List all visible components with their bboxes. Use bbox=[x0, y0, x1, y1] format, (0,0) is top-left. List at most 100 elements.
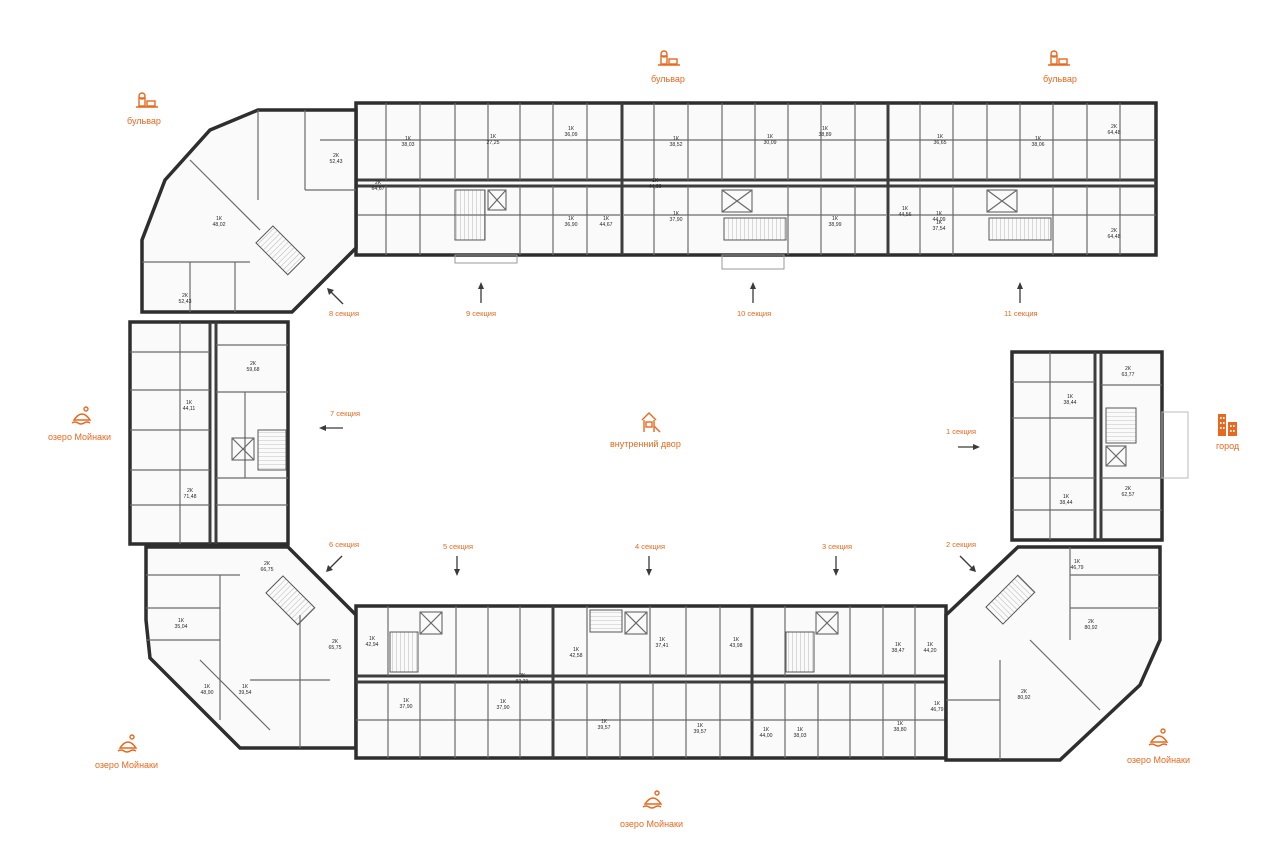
apartment-type: 1К bbox=[895, 642, 901, 648]
apartment-area: 71,48 bbox=[184, 494, 197, 500]
apartment-type: 1К bbox=[369, 636, 375, 642]
apartment-type: 1К bbox=[937, 134, 943, 140]
section-10-label: 10 секция bbox=[737, 309, 771, 318]
apartment-type: 1К bbox=[216, 216, 222, 222]
apartment-area: 37,90 bbox=[400, 704, 413, 710]
apartment-type: 2К bbox=[332, 639, 338, 645]
apartment-area: 44,00 bbox=[760, 733, 773, 739]
apartment-type: 1К bbox=[822, 126, 828, 132]
top-wing bbox=[354, 101, 1158, 270]
lake-label: озеро Мойнаки bbox=[95, 760, 158, 770]
apartment-area: 36,09 bbox=[565, 132, 578, 138]
apartment-type: 1К bbox=[673, 211, 679, 217]
apartment-type: 1К bbox=[934, 701, 940, 707]
apartment-type: 1К bbox=[763, 727, 769, 733]
section-1-label: 1 секция bbox=[946, 427, 976, 436]
apartment-area: 46,79 bbox=[931, 707, 944, 713]
apartment-type: 1К bbox=[697, 723, 703, 729]
apartment-type: 2К bbox=[187, 488, 193, 494]
section-8-label: 8 секция bbox=[329, 309, 359, 318]
apartment-area: 80,92 bbox=[1085, 625, 1098, 631]
apartment-type: 2К bbox=[1088, 619, 1094, 625]
apartment-area: 62,57 bbox=[1122, 492, 1135, 498]
apartment-area: 42,58 bbox=[570, 653, 583, 659]
boulevard-icon bbox=[136, 92, 158, 108]
apartment-type: 1К bbox=[936, 220, 942, 226]
apartment-type: 1К bbox=[673, 136, 679, 142]
apartment-type: 1К bbox=[1035, 136, 1041, 142]
apartment-type: 1К bbox=[652, 178, 658, 184]
apartment-area: 80,92 bbox=[1018, 695, 1031, 701]
apartment-area: 66,75 bbox=[261, 567, 274, 573]
apartment-area: 44,69 bbox=[649, 184, 662, 190]
apartment-type: 1К bbox=[403, 698, 409, 704]
apartment-area: 52,43 bbox=[179, 299, 192, 305]
section-6-block bbox=[144, 545, 358, 750]
apartment-area: 37,90 bbox=[497, 705, 510, 711]
apartment-area: 38,03 bbox=[402, 142, 415, 148]
apartment-type: 1К bbox=[1063, 494, 1069, 500]
apartment-area: 44,56 bbox=[899, 212, 912, 218]
lake-label: озеро Мойнаки bbox=[1127, 755, 1190, 765]
section-11-label: 11 секция bbox=[1004, 309, 1038, 318]
apartment-type: 1К bbox=[1074, 559, 1080, 565]
apartment-area: 37,41 bbox=[656, 643, 669, 649]
apartment-type: 1К bbox=[733, 637, 739, 643]
apartment-area: 27,25 bbox=[487, 140, 500, 146]
apartment-type: 1К bbox=[178, 618, 184, 624]
apartment-type: 1К bbox=[568, 126, 574, 132]
apartment-type: 1К bbox=[573, 647, 579, 653]
apartment-type: 2К bbox=[1125, 366, 1131, 372]
apartment-type: 1К bbox=[902, 206, 908, 212]
apartment-area: 64,48 bbox=[1108, 130, 1121, 136]
apartment-area: 37,90 bbox=[670, 217, 683, 223]
apartment-area: 64,67 bbox=[372, 186, 385, 192]
lake-label: озеро Мойнаки bbox=[620, 819, 683, 829]
apartment-area: 38,44 bbox=[1064, 400, 1077, 406]
apartment-type: 2К bbox=[519, 673, 525, 679]
apartment-area: 63,77 bbox=[1122, 372, 1135, 378]
courtyard-label: внутренний двор bbox=[610, 439, 681, 449]
section-8-arrow bbox=[329, 290, 344, 305]
apartment-type: 1К bbox=[603, 216, 609, 222]
apartment-area: 38,44 bbox=[1060, 500, 1073, 506]
apartment-type: 1К bbox=[405, 136, 411, 142]
landmarks: бульвар бульвар бульвар озеро Мойнаки оз… bbox=[48, 50, 1240, 829]
city-label: город bbox=[1216, 441, 1240, 451]
lake-label: озеро Мойнаки bbox=[48, 432, 111, 442]
apartment-type: 1К bbox=[500, 699, 506, 705]
apartment-type: 1К bbox=[936, 211, 942, 217]
section-3-label: 3 секция bbox=[822, 542, 852, 551]
boulevard-icon bbox=[1048, 50, 1070, 66]
apartment-area: 38,06 bbox=[1032, 142, 1045, 148]
apartment-area: 48,90 bbox=[201, 690, 214, 696]
boulevard-label: бульвар bbox=[127, 116, 161, 126]
apartment-area: 44,67 bbox=[600, 222, 613, 228]
apartment-area: 65,75 bbox=[329, 645, 342, 651]
section-4-label: 4 секция bbox=[635, 542, 665, 551]
apartment-area: 35,04 bbox=[175, 624, 188, 630]
apartment-area: 38,03 bbox=[794, 733, 807, 739]
apartment-type: 1К bbox=[927, 642, 933, 648]
apartment-type: 1К bbox=[601, 719, 607, 725]
apartment-area: 64,48 bbox=[1108, 234, 1121, 240]
apartment-type: 2К bbox=[1111, 228, 1117, 234]
apartment-area: 30,09 bbox=[764, 140, 777, 146]
apartment-area: 38,80 bbox=[894, 727, 907, 733]
apartment-area: 37,54 bbox=[933, 226, 946, 232]
apartment-area: 38,47 bbox=[892, 648, 905, 654]
apartment-area: 43,98 bbox=[730, 643, 743, 649]
section-6-label: 6 секция bbox=[329, 540, 359, 549]
lake-icon bbox=[642, 790, 663, 809]
apartment-type: 1К bbox=[897, 721, 903, 727]
section-6-arrow bbox=[328, 555, 343, 570]
section-8-block bbox=[140, 108, 358, 314]
apartment-type: 1К bbox=[490, 134, 496, 140]
apartment-type: 2К bbox=[1021, 689, 1027, 695]
apartment-type: 1К bbox=[832, 216, 838, 222]
apartment-type: 1К bbox=[767, 134, 773, 140]
section-7-label: 7 секция bbox=[330, 409, 360, 418]
apartment-type: 1К bbox=[204, 684, 210, 690]
apartment-area: 44,20 bbox=[924, 648, 937, 654]
